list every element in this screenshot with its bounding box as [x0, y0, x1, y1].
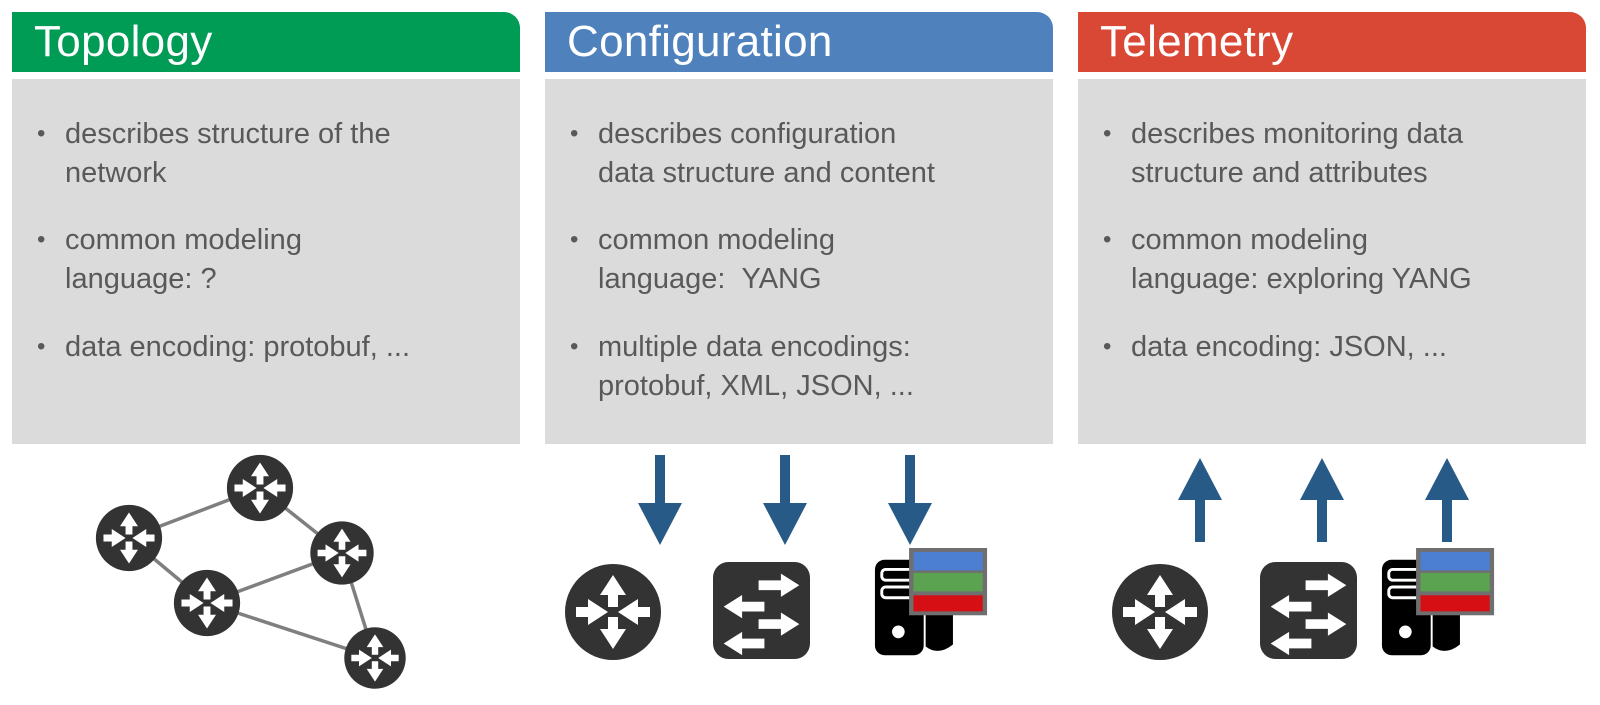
telemetry-devices-graphic: [1112, 458, 1496, 660]
bullet-item: • describes structure of the network: [37, 115, 496, 193]
bullet-text: data encoding: protobuf, ...: [65, 330, 411, 363]
bullet-icon: •: [37, 226, 46, 254]
bullet-item: • common modeling language: exploring YA…: [1103, 221, 1562, 299]
topology-body: • describes structure of the network • c…: [12, 79, 520, 444]
bullet-icon: •: [37, 120, 46, 147]
bullet-text: data encoding: JSON, ...: [1131, 330, 1447, 363]
bullet-text: common modeling language: ?: [65, 224, 302, 296]
bullet-text: multiple data encodings: protobuf, XML, …: [598, 330, 914, 402]
topology-title: Topology: [34, 17, 213, 66]
router-icon: [565, 564, 661, 660]
router-icon: [1112, 564, 1208, 660]
bullet-item: • data encoding: protobuf, ...: [37, 328, 496, 367]
router-icon: [344, 627, 406, 689]
router-icon: [310, 521, 374, 585]
telemetry-header: Telemetry: [1078, 12, 1586, 72]
router-icon: [226, 454, 294, 522]
bullet-text: describes structure of the network: [65, 118, 391, 190]
bullet-item: • data encoding: JSON, ...: [1103, 328, 1562, 367]
bullet-icon: •: [570, 332, 579, 360]
bullet-item: • common modeling language: ?: [37, 221, 496, 299]
bullet-text: describes configuration data structure a…: [598, 118, 935, 190]
server-icon: [873, 546, 989, 657]
bullet-icon: •: [37, 332, 46, 360]
telemetry-title: Telemetry: [1100, 17, 1294, 66]
bullet-icon: •: [1103, 226, 1112, 254]
configuration-header: Configuration: [545, 12, 1053, 72]
telemetry-body: • describes monitoring data structure an…: [1078, 79, 1586, 444]
router-icon: [173, 569, 241, 637]
bullet-item: • multiple data encodings: protobuf, XML…: [570, 328, 1029, 406]
network-topology-diagram: [95, 454, 406, 689]
configuration-title: Configuration: [567, 17, 833, 66]
switch-icon: [1260, 562, 1357, 659]
bullet-text: common modeling language: exploring YANG: [1131, 224, 1472, 296]
bullet-icon: •: [570, 120, 579, 147]
bullet-item: • describes configuration data structure…: [570, 115, 1029, 193]
bullet-icon: •: [570, 226, 579, 254]
bullet-icon: •: [1103, 332, 1112, 360]
down-arrow-icon: [763, 455, 807, 545]
configuration-devices-graphic: [565, 455, 989, 660]
bullet-item: • describes monitoring data structure an…: [1103, 115, 1562, 193]
telemetry-panel: Telemetry • describes monitoring data st…: [1078, 12, 1586, 444]
bullet-text: common modeling language: YANG: [598, 224, 835, 296]
server-icon: [1380, 546, 1496, 657]
configuration-panel: Configuration • describes configuration …: [545, 12, 1053, 444]
topology-panel: Topology • describes structure of the ne…: [12, 12, 520, 444]
router-icon: [95, 504, 163, 572]
configuration-body: • describes configuration data structure…: [545, 79, 1053, 444]
bullet-icon: •: [1103, 120, 1112, 147]
down-arrow-icon: [888, 455, 932, 545]
up-arrow-icon: [1300, 458, 1344, 542]
bullet-text: describes monitoring data structure and …: [1131, 118, 1464, 190]
up-arrow-icon: [1425, 458, 1469, 542]
switch-icon: [713, 562, 810, 659]
up-arrow-icon: [1178, 458, 1222, 542]
bullet-item: • common modeling language: YANG: [570, 221, 1029, 299]
topology-header: Topology: [12, 12, 520, 72]
down-arrow-icon: [638, 455, 682, 545]
